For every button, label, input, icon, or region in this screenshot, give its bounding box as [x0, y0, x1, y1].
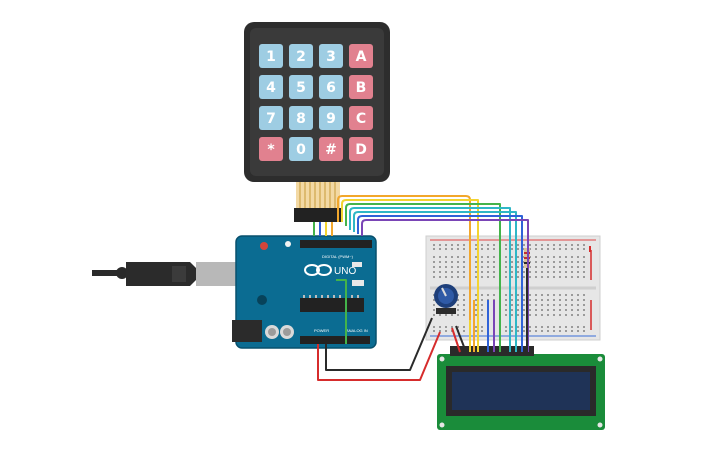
key-label: D	[355, 142, 367, 158]
key-6[interactable]: 6	[319, 75, 343, 99]
wire-black	[325, 317, 433, 371]
breadboard[interactable]	[425, 235, 601, 341]
power-analog-header	[300, 336, 370, 344]
wire-red	[451, 327, 461, 353]
key-cap	[259, 137, 283, 161]
arduino-uno[interactable]: UNO DIGITAL (PWM~) POWER ANALOG IN	[232, 235, 377, 349]
usb-icon	[172, 266, 186, 282]
wire-blue	[357, 215, 523, 352]
key-3[interactable]: 3	[319, 44, 343, 68]
key-cap	[289, 44, 313, 68]
key-cap	[289, 106, 313, 130]
wire-purple	[361, 219, 529, 352]
wire-teal	[353, 211, 517, 352]
power-jack	[232, 320, 262, 342]
key-cap	[319, 106, 343, 130]
analog-label: ANALOG IN	[346, 328, 368, 333]
key-label: 6	[326, 80, 336, 96]
key-label: 0	[296, 142, 306, 158]
key-star[interactable]: *	[259, 137, 283, 161]
key-label: 8	[296, 111, 306, 127]
wire-green	[336, 279, 347, 344]
digital-header	[300, 240, 372, 248]
key-cap	[349, 137, 373, 161]
key-a[interactable]: A	[349, 44, 373, 68]
key-label: A	[356, 49, 367, 65]
key-label: 5	[296, 80, 306, 96]
key-cap	[319, 137, 343, 161]
arduino-brand: UNO	[334, 266, 356, 277]
microcontroller-chip	[300, 298, 364, 312]
key-label: 7	[266, 111, 276, 127]
key-label: B	[356, 80, 367, 96]
lcd-screen	[452, 372, 590, 410]
key-cap	[259, 75, 283, 99]
key-label: 3	[326, 49, 336, 65]
key-d[interactable]: D	[349, 137, 373, 161]
digital-header-label: DIGITAL (PWM~)	[322, 254, 354, 259]
arduino-board	[236, 236, 376, 348]
key-cap	[289, 137, 313, 161]
key-8[interactable]: 8	[289, 106, 313, 130]
potentiometer[interactable]	[434, 284, 458, 314]
reset-button[interactable]	[260, 242, 268, 250]
key-label: *	[267, 142, 275, 158]
key-cap	[259, 44, 283, 68]
wire-red	[317, 331, 441, 381]
keypad-ribbon-cable	[294, 182, 342, 222]
power-label: POWER	[314, 328, 329, 333]
wire-black	[455, 325, 467, 353]
key-label: 2	[296, 49, 306, 65]
key-0[interactable]: 0	[289, 137, 313, 161]
key-hash[interactable]: #	[319, 137, 343, 161]
key-9[interactable]: 9	[319, 106, 343, 130]
wire-green	[345, 203, 501, 352]
wires	[313, 195, 591, 381]
key-cap	[349, 44, 373, 68]
key-label: C	[356, 111, 366, 127]
arduino-logo-icon	[304, 264, 332, 276]
keypad[interactable]: 1 2 3 A 4 5 6 B 7 8 9 C * 0 # D	[244, 22, 390, 222]
key-1[interactable]: 1	[259, 44, 283, 68]
key-cap	[319, 75, 343, 99]
key-label: 4	[266, 80, 276, 96]
key-7[interactable]: 7	[259, 106, 283, 130]
key-cap	[259, 106, 283, 130]
wire-orange	[337, 195, 471, 352]
wire-teal	[349, 207, 511, 352]
key-5[interactable]: 5	[289, 75, 313, 99]
wire-yellow	[341, 199, 479, 352]
key-c[interactable]: C	[349, 106, 373, 130]
usb-cable	[92, 262, 260, 286]
key-label: #	[325, 142, 337, 158]
key-2[interactable]: 2	[289, 44, 313, 68]
key-cap	[349, 106, 373, 130]
key-b[interactable]: B	[349, 75, 373, 99]
key-cap	[319, 44, 343, 68]
key-label: 1	[266, 49, 276, 65]
lcd-16x2[interactable]	[437, 346, 605, 430]
key-cap	[349, 75, 373, 99]
lcd-pins	[450, 346, 534, 356]
key-cap	[289, 75, 313, 99]
key-4[interactable]: 4	[259, 75, 283, 99]
key-label: 9	[326, 111, 336, 127]
